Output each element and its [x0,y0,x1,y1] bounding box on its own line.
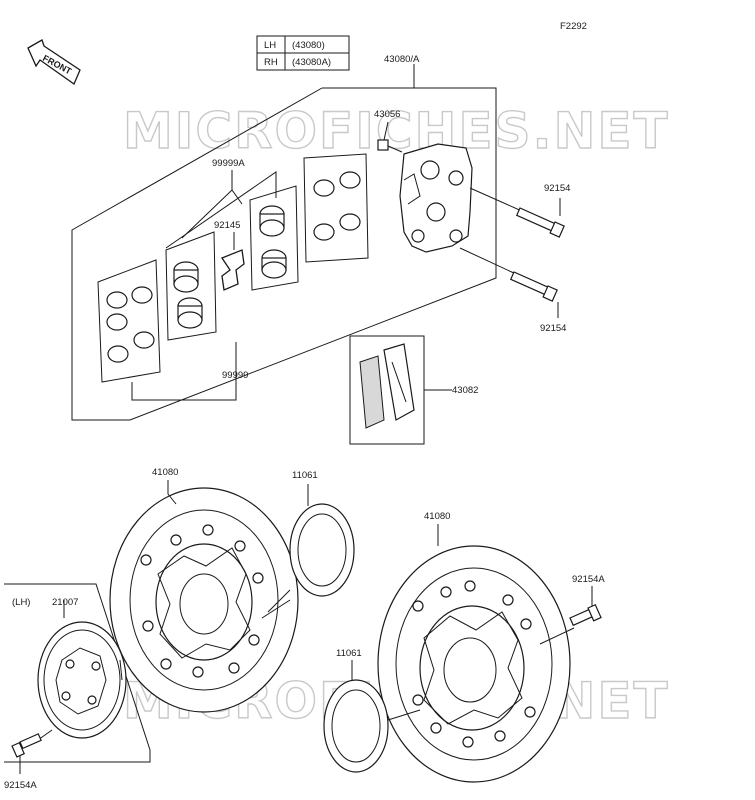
callout-bolt-disc-left: 92154A [4,780,37,791]
front-arrow-icon: FRONT [27,39,81,85]
watermark-top: MICROFICHES.NET [123,102,670,160]
callout-disc-left: 41080 [152,467,178,478]
callout-bolt-disc-right: 92154A [572,574,605,585]
piston-box-right [249,185,299,291]
callout-seal-kit: 99999 [222,370,248,381]
brake-pad-set [349,335,452,445]
callout-disc-right: 41080 [424,511,450,522]
figure-code: F2292 [560,21,587,32]
callout-bolt-lower: 92154 [540,323,566,334]
variant-row-1-side: LH [264,40,276,51]
disc-bolt-right [539,603,602,645]
caliper-bolt-upper [469,187,565,238]
disc-bolt-left [11,729,53,774]
brake-disc-left [109,487,299,713]
caliper-bolt-lower [459,247,558,302]
bleeder-valve-icon [377,121,403,153]
callout-pad-set: 43082 [452,385,478,396]
callout-pulsar-rotor: 21007 [52,597,78,608]
variant-table: LH (43080) RH (43080A) [256,35,350,71]
piston-box-left [165,231,217,341]
callout-caliper-assy: 43080/A [384,54,420,65]
callout-shim-upper: 11061 [292,470,318,481]
callout-spring-pad: 92145 [214,220,240,231]
shim-upper [267,503,355,613]
variant-row-1-code: (43080) [292,40,325,51]
callout-piston-kit: 99999A [212,158,245,169]
variant-row-2-side: RH [264,57,278,68]
variant-row-2-code: (43080A) [292,57,331,68]
shim-lower [323,679,421,773]
pulsar-rotor-box [4,583,151,763]
caliper-body [399,143,473,253]
side-label-lh: (LH) [12,597,30,608]
callout-bolt-upper: 92154 [544,183,570,194]
pad-spring-icon [221,232,245,291]
piston-kit-group [165,170,277,249]
brake-disc-right [377,545,571,783]
callout-bleeder: 43056 [374,109,400,120]
caliper-assembly-outline [71,64,497,421]
seal-box-upper [303,153,369,263]
seal-kit-box [97,259,161,383]
callout-shim-lower: 11061 [336,648,362,659]
